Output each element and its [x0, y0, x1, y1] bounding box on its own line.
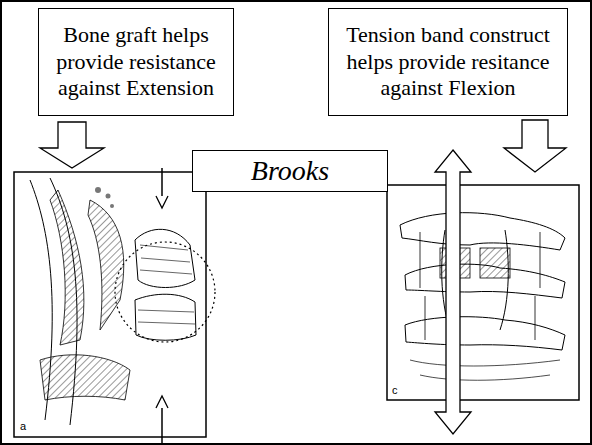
- hollow-arrow: [504, 120, 566, 172]
- box-text: Brooks: [251, 154, 329, 188]
- figure-letter: a: [20, 420, 26, 432]
- title-box: Brooks: [192, 150, 388, 192]
- spine-sagittal-figure: [14, 168, 215, 445]
- box-text: Bone graft helps provide resistance agai…: [45, 22, 227, 101]
- text-box: Bone graft helps provide resistance agai…: [38, 8, 234, 116]
- text-box: Tension band construct helps provide res…: [328, 8, 568, 116]
- hollow-arrow: [40, 122, 104, 168]
- figure-letter: c: [392, 384, 398, 396]
- spine-frontal-figure: [387, 150, 579, 434]
- box-text: Tension band construct helps provide res…: [335, 22, 561, 101]
